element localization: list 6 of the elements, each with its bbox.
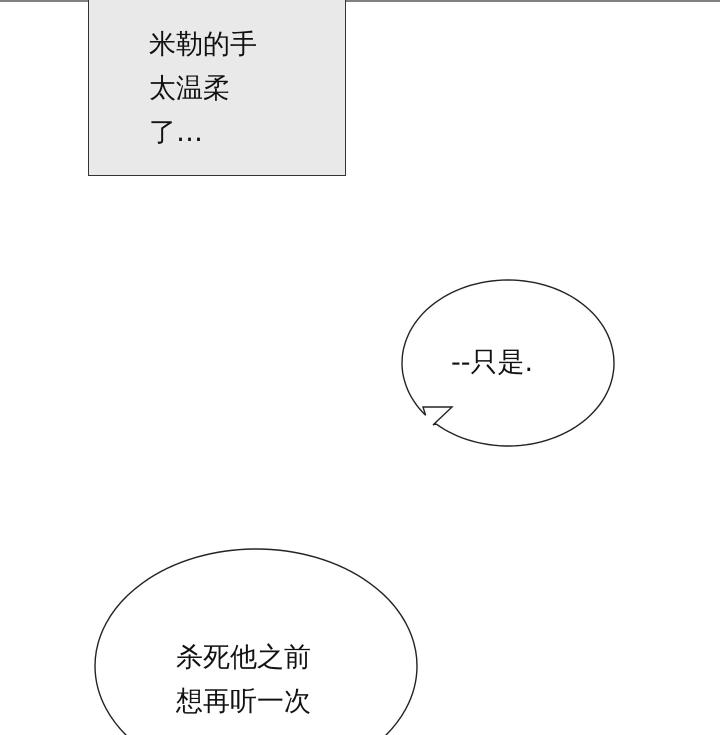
caption-box	[88, 0, 346, 176]
speech-bubble	[401, 279, 615, 447]
speech-bubble	[94, 548, 418, 735]
dialogue-text: --只是.	[451, 346, 534, 380]
dialogue-text: 杀死他之前想再听一次	[176, 641, 312, 719]
dialogue-text: 米勒的手太温柔了…	[149, 28, 258, 150]
